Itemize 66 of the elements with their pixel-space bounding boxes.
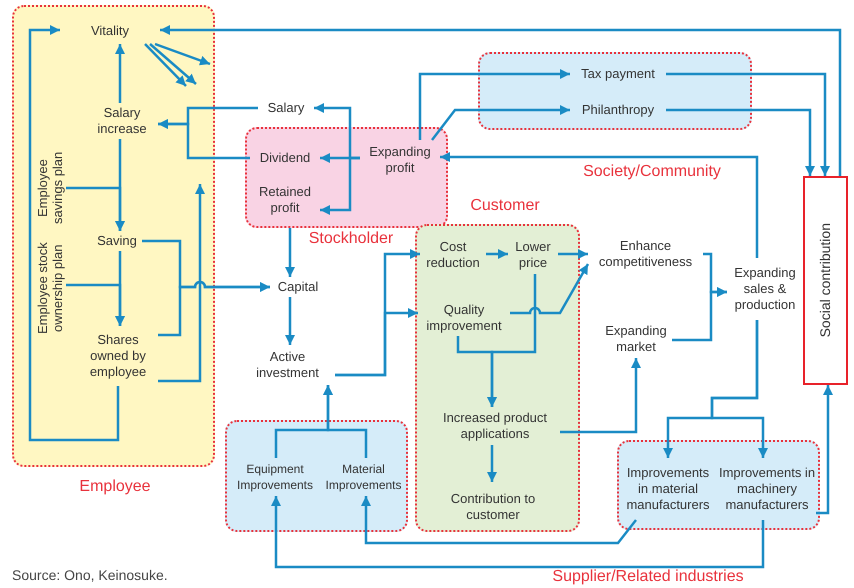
node-label: Improvements in machinery manufacturers [718,458,816,520]
node-label: Capital [270,277,326,297]
node-label: Saving [92,231,142,251]
node-label: Vitality [60,18,160,44]
arrow [335,308,418,376]
arrow [440,152,758,258]
arrow [28,25,120,442]
node-label: Shares owned by employee [78,326,158,386]
node-label: Salary [258,98,314,118]
arrow [510,263,590,314]
group-title: Customer [469,196,541,216]
arrow [816,385,833,514]
node-label: Expanding sales & production [727,258,803,320]
arrow [560,358,641,434]
arrow [285,297,295,345]
arrow [115,251,125,326]
arrow [487,445,497,482]
node-label: Lower price [508,236,558,274]
node-label: Salary increase [86,103,158,139]
node-label: Contribution to customer [448,482,538,532]
arrow [320,156,360,215]
group-region [225,420,408,532]
source-note: Source: Ono, Keinosuke. [12,566,168,584]
node-label: Cost reduction [420,236,486,274]
arrow [456,336,497,407]
arrow [149,43,197,85]
group-title: Employee [78,477,152,497]
arrow [115,44,125,103]
group-title: Society/Community [582,162,722,182]
node-label: Philanthropy [570,100,666,120]
arrow [672,287,727,342]
node-label: Material Improvements [321,458,406,496]
node-label: Tax payment [570,64,666,84]
arrow [66,186,125,231]
group-title: Stockholder [308,229,394,249]
arrow [431,105,570,141]
node-label: Dividend [250,148,320,168]
arrow [323,385,368,458]
arrow [158,184,205,382]
outlined-box: Social contribution [803,176,848,385]
node-label: Equipment Improvements [229,458,321,496]
arrow [144,43,187,87]
node-label: Active investment [240,345,335,385]
node-label: Improvements in material manufacturers [620,458,716,520]
arrow [418,69,570,140]
arrow [710,320,768,458]
node-label: Quality improvement [418,300,510,336]
node-label: Enhance competitiveness [588,235,703,273]
vertical-label: Employee stock ownership plan [34,238,66,338]
arrow [666,108,815,176]
arrow [666,72,830,176]
arrow [158,119,250,160]
arrow [158,280,270,336]
arrow [558,249,588,259]
arrow [154,42,210,66]
node-label: Retained profit [250,180,320,220]
node-label: Expanding profit [360,140,440,180]
arrow [271,496,764,568]
node-label: Increased product applications [430,407,560,445]
node-label: Expanding market [600,320,672,358]
arrow [361,496,637,544]
arrow [486,249,508,259]
arrow [285,228,295,277]
vertical-label: Employee savings plan [34,140,66,236]
group-title: Supplier/Related industries [551,567,745,587]
arrow [160,25,842,176]
